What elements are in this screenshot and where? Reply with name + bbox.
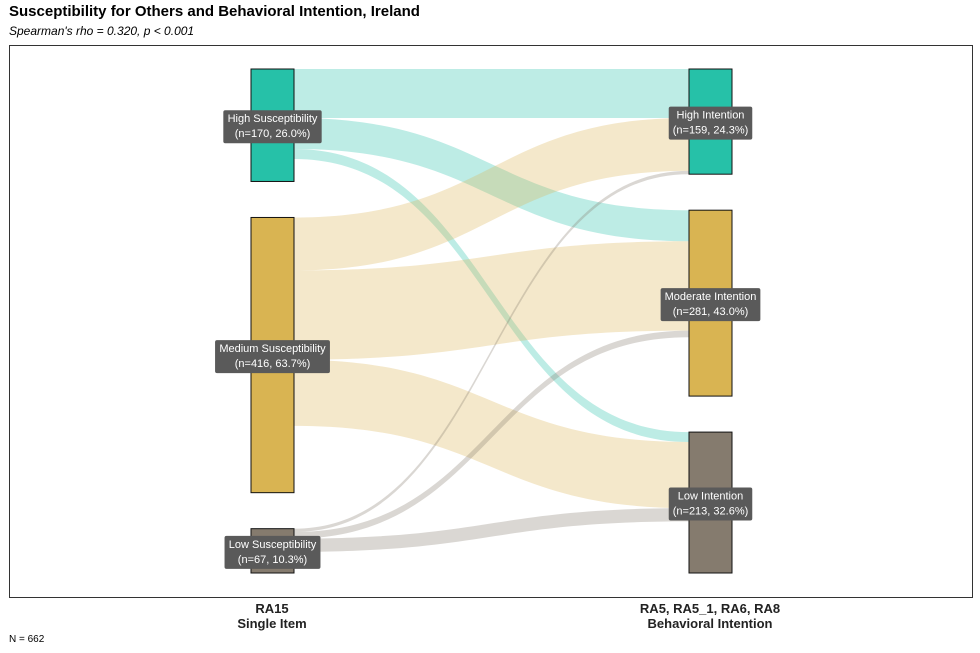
right-node-label-moderate: Moderate Intention (n=281, 43.0%) [660,288,761,322]
flow-medium-to-high [294,117,689,271]
right-node-label-high-box [668,106,753,140]
right-axis-subname: Behavioral Intention [647,616,773,631]
left-axis-label: RA15 Single Item [142,601,402,631]
labels-layer: High Susceptibility (n=170, 26.0%) Medium … [215,106,761,569]
left-node-label-medium: Medium Susceptibility (n=416, 63.7%) [215,340,330,374]
left-node-label-medium-name: Medium Susceptibility [219,343,326,355]
flow-medium-to-moderate [294,241,689,360]
right-node-label-low-count: (n=213, 32.6%) [673,506,749,518]
left-node-label-medium-box [215,340,330,374]
right-node-label-moderate-count: (n=281, 43.0%) [673,306,749,318]
chart-title: Susceptibility for Others and Behavioral… [9,3,420,20]
left-node-label-low: Low Susceptibility (n=67, 10.3%) [224,535,321,569]
right-axis-name: RA5, RA5_1, RA6, RA8 [639,601,781,616]
right-node-label-high-name: High Intention [677,110,745,122]
right-node-label-moderate-box [660,288,761,322]
left-node-label-high: High Susceptibility (n=170, 26.0%) [223,110,322,144]
flow-low-to-moderate [294,330,689,539]
flow-high-to-moderate [294,117,689,242]
right-node-label-high: High Intention (n=159, 24.3%) [668,106,753,140]
chart-subtitle: Spearman's rho = 0.320, p < 0.001 [9,24,195,38]
sample-size-caption: N = 662 [9,634,45,645]
left-axis-subname: Single Item [237,616,307,631]
flow-high-to-high [294,69,689,118]
flow-high-to-low [294,149,689,443]
flow-low-to-low [294,508,689,552]
right-node-label-high-count: (n=159, 24.3%) [673,125,749,137]
left-axis-name: RA15 [255,601,289,616]
right-node-label-low: Low Intention (n=213, 32.6%) [668,487,753,521]
left-node-label-high-box [223,110,322,144]
flows-layer [294,69,689,552]
left-node-label-low-count: (n=67, 10.3%) [238,554,307,566]
left-node-label-medium-count: (n=416, 63.7%) [235,358,311,370]
right-node-label-moderate-name: Moderate Intention [665,291,757,303]
flow-medium-to-low [294,359,689,509]
flow-low-to-high [294,170,689,532]
right-axis-label: RA5, RA5_1, RA6, RA8 Behavioral Intentio… [580,601,840,631]
right-node-label-low-name: Low Intention [678,491,743,503]
plot-panel [9,45,973,598]
left-node-label-high-count: (n=170, 26.0%) [235,128,311,140]
left-node-label-low-box [224,535,321,569]
right-node-label-low-box [668,487,753,521]
left-node-label-low-name: Low Susceptibility [229,539,317,551]
left-node-label-high-name: High Susceptibility [228,113,318,125]
